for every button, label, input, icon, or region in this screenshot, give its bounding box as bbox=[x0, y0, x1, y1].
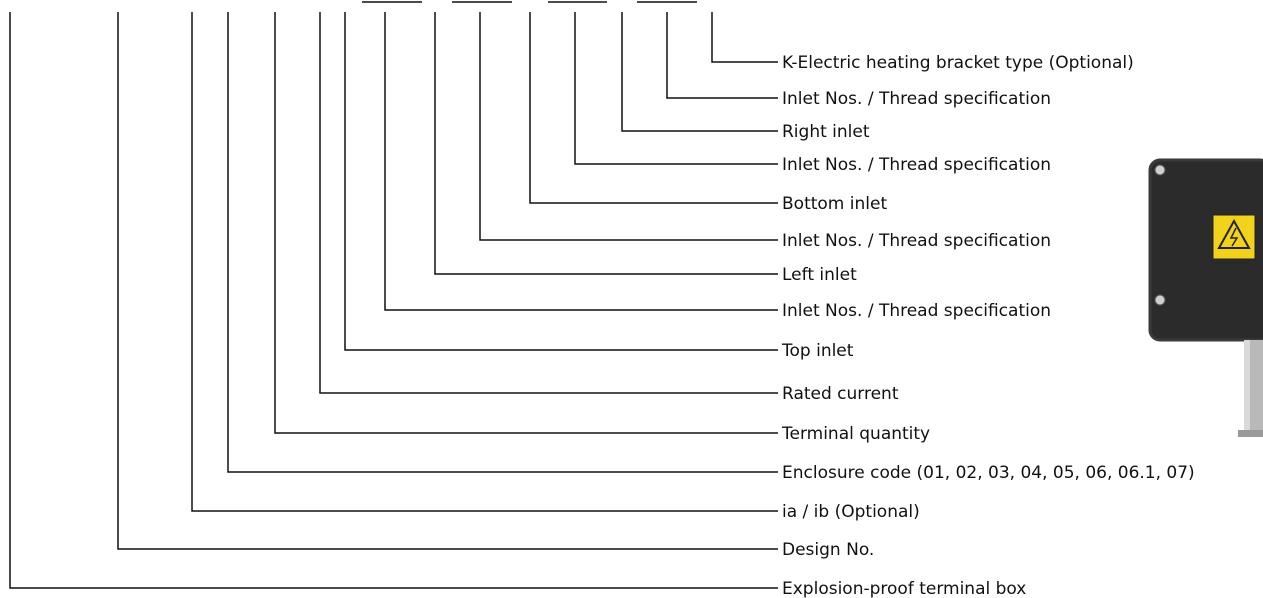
leader-line bbox=[384, 12, 778, 311]
leader-line bbox=[711, 12, 778, 63]
leader-line bbox=[319, 12, 778, 394]
field-label: Terminal quantity bbox=[781, 424, 930, 444]
field-label: Inlet Nos. / Thread specification bbox=[782, 89, 1051, 109]
field-label: K-Electric heating bracket type (Optiona… bbox=[782, 53, 1134, 73]
leader-line bbox=[227, 12, 778, 473]
field-label: Bottom inlet bbox=[782, 194, 887, 214]
leader-lines bbox=[9, 12, 778, 589]
leader-line bbox=[574, 12, 778, 165]
field-label: Rated current bbox=[782, 384, 899, 404]
leader-line bbox=[9, 12, 778, 589]
screw-icon bbox=[1154, 164, 1166, 176]
leader-line bbox=[117, 12, 778, 550]
leader-line bbox=[666, 12, 778, 99]
field-label: ia / ib (Optional) bbox=[782, 502, 920, 522]
leader-line bbox=[191, 12, 778, 512]
field-label: Inlet Nos. / Thread specification bbox=[782, 155, 1051, 175]
field-label: Design No. bbox=[782, 540, 874, 560]
field-label: Enclosure code (01, 02, 03, 04, 05, 06, … bbox=[782, 463, 1195, 483]
field-label: Inlet Nos. / Thread specification bbox=[782, 231, 1051, 251]
field-label: Left inlet bbox=[782, 265, 857, 285]
field-label: Inlet Nos. / Thread specification bbox=[782, 301, 1051, 321]
field-label: Top inlet bbox=[781, 341, 854, 361]
field-label: Right inlet bbox=[782, 122, 870, 142]
leader-line bbox=[621, 12, 778, 132]
labels: K-Electric heating bracket type (Optiona… bbox=[781, 53, 1195, 598]
screw-icon bbox=[1154, 294, 1166, 306]
field-label: Explosion-proof terminal box bbox=[782, 579, 1026, 598]
leader-line bbox=[479, 12, 778, 241]
leader-line bbox=[344, 12, 778, 351]
leader-line bbox=[274, 12, 778, 434]
leader-line bbox=[529, 12, 778, 204]
terminal-box-photo bbox=[1148, 158, 1263, 437]
leader-line bbox=[434, 12, 778, 275]
electric-hazard-warning-icon bbox=[1212, 214, 1256, 260]
enclosure-body bbox=[1150, 160, 1263, 340]
